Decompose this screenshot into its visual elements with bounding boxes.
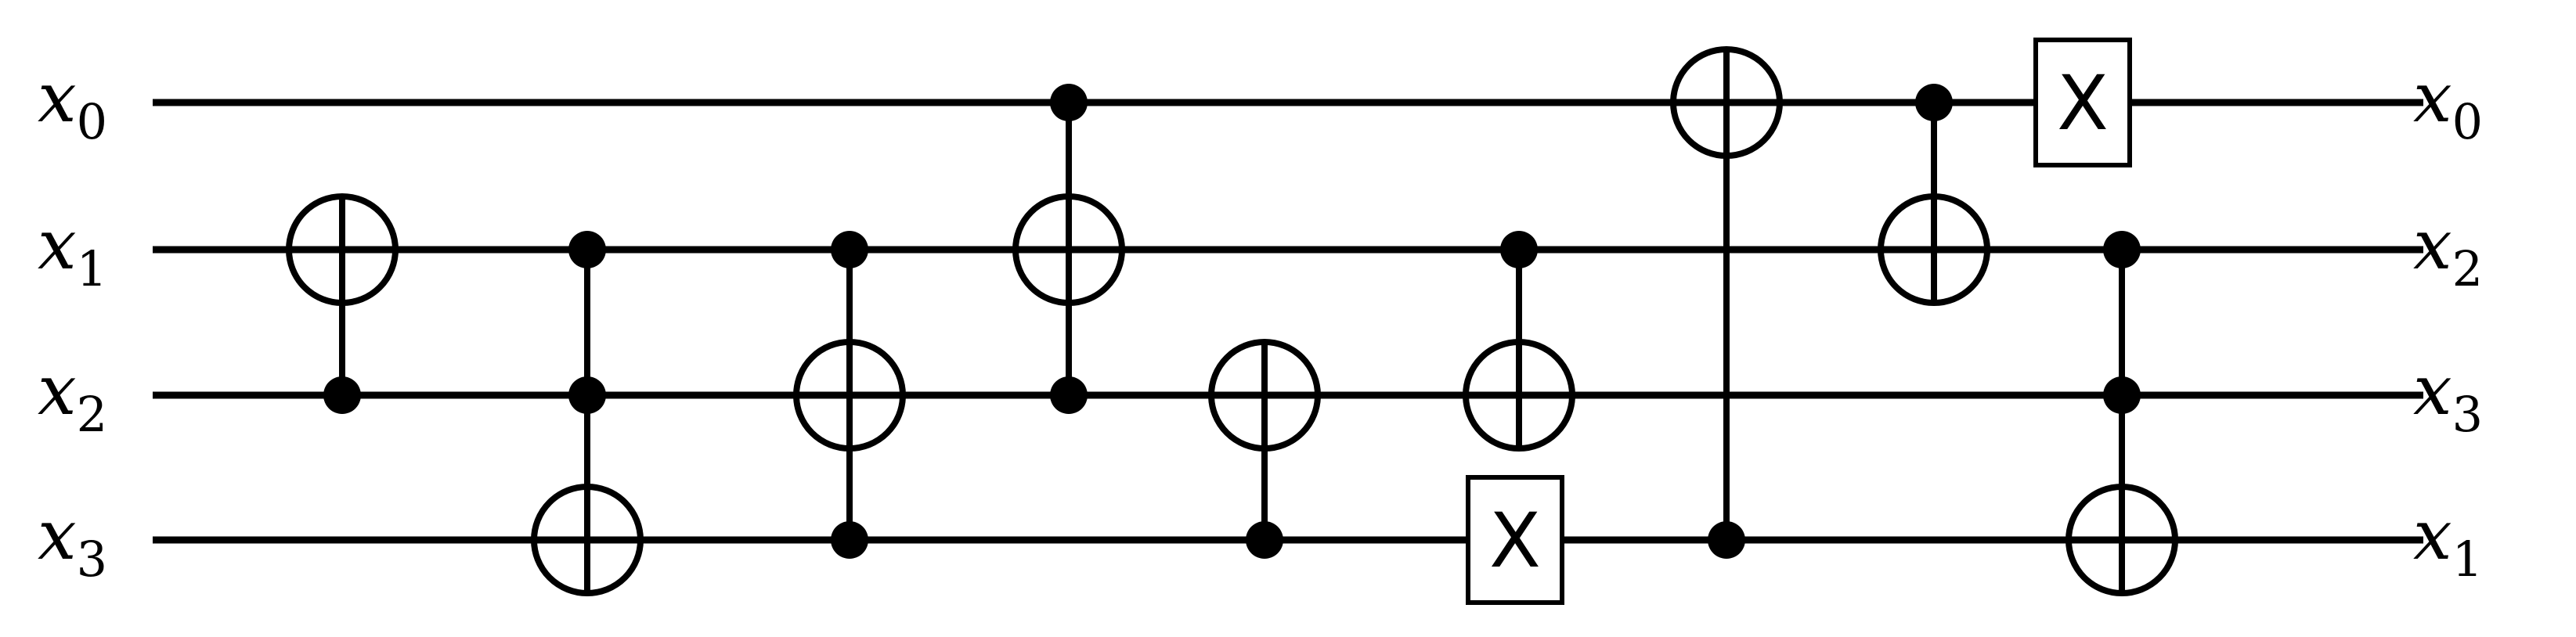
- gate-1-cnot: [286, 193, 399, 414]
- x-gate-label: X: [1489, 497, 1541, 585]
- input-label-subscript: 1: [77, 240, 107, 297]
- control-dot: [323, 376, 361, 414]
- control-dot: [1050, 84, 1088, 121]
- gate-8-cnot: [1670, 46, 1783, 559]
- input-label-subscript: 3: [77, 531, 107, 588]
- qubit-wires: [153, 99, 2423, 544]
- input-label-0: x0: [38, 57, 107, 150]
- input-label-1: x1: [38, 204, 107, 297]
- input-label-2: x2: [38, 350, 107, 443]
- control-dot: [2103, 231, 2141, 268]
- input-label-base: x: [38, 350, 77, 430]
- output-label-subscript: 0: [2452, 93, 2483, 150]
- gate-10-x: X: [2033, 38, 2132, 167]
- output-label-1: x2: [2413, 204, 2483, 297]
- output-label-base: x: [2413, 495, 2452, 575]
- gate-7-cnot: [1463, 231, 1575, 452]
- output-label-2: x3: [2413, 350, 2483, 443]
- input-label-base: x: [38, 57, 77, 138]
- control-dot: [831, 231, 868, 268]
- input-label-subscript: 2: [77, 386, 107, 443]
- output-label-subscript: 3: [2452, 386, 2483, 443]
- control-dot: [1708, 521, 1745, 559]
- control-dot: [1915, 84, 1953, 121]
- gate-9-cnot: [1878, 84, 1990, 306]
- output-label-base: x: [2413, 57, 2452, 138]
- gate-2-toffoli: [531, 231, 644, 596]
- output-label-base: x: [2413, 204, 2452, 285]
- gate-6-x: X: [1466, 475, 1564, 605]
- output-label-base: x: [2413, 350, 2452, 430]
- output-label-3: x1: [2413, 495, 2483, 588]
- output-label-subscript: 2: [2452, 240, 2483, 297]
- control-dot: [568, 231, 606, 268]
- x-gate-label: X: [2057, 59, 2109, 147]
- output-label-subscript: 1: [2452, 531, 2483, 588]
- control-dot: [1500, 231, 1538, 268]
- input-label-3: x3: [38, 495, 107, 588]
- gate-11-toffoli: [2065, 231, 2178, 596]
- x-gate-box: [1466, 475, 1564, 605]
- control-dot: [2103, 376, 2141, 414]
- control-dot: [568, 376, 606, 414]
- output-label-0: x0: [2413, 57, 2483, 150]
- input-label-base: x: [38, 204, 77, 285]
- gate-5-cnot: [1208, 339, 1321, 559]
- gate-layer: XX: [286, 38, 2178, 605]
- input-label-base: x: [38, 495, 77, 575]
- gate-4-toffoli: [1012, 84, 1125, 414]
- control-dot: [1246, 521, 1283, 559]
- control-dot: [831, 521, 868, 559]
- gate-3-toffoli: [793, 231, 906, 559]
- x-gate-box: [2033, 38, 2132, 167]
- control-dot: [1050, 376, 1088, 414]
- input-label-subscript: 0: [77, 93, 107, 150]
